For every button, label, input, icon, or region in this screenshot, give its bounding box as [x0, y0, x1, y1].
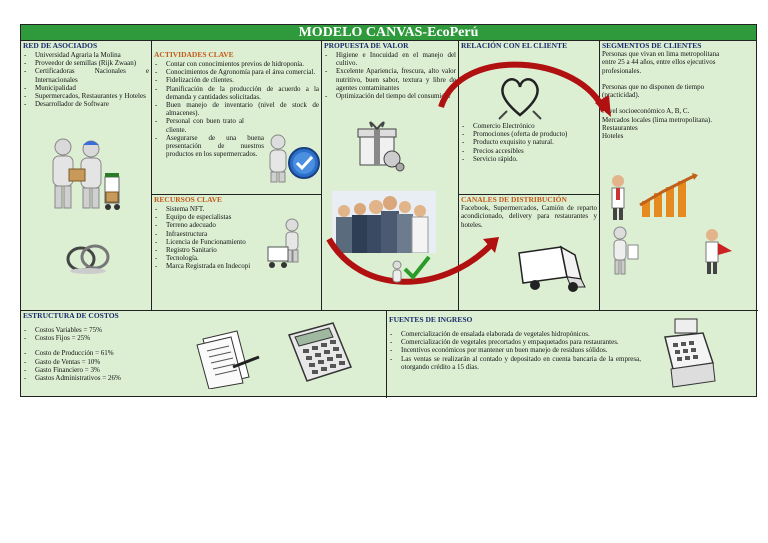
delivery-truck-icon	[515, 243, 591, 295]
asociados-heading: RED DE ASOCIADOS	[23, 42, 149, 50]
list-item: Tecnología.	[154, 254, 264, 262]
canales-heading: CANALES DE DISTRIBUCIÓN	[461, 196, 597, 204]
canales-text: Facebook, Supermercados, Camión de repar…	[461, 204, 597, 229]
recursos-list: Sistema NFT. Equipo de especialistas Ter…	[154, 205, 264, 271]
segmentos-paragraph: Nivel socioeconómico A, B, C.	[602, 107, 756, 115]
list-item: Sistema NFT.	[154, 205, 264, 213]
list-item: Optimización del tiempo del consumidor	[324, 92, 456, 100]
segmentos-paragraph: Hoteles	[602, 132, 756, 140]
cell-asociados: RED DE ASOCIADOS Universidad Agraria la …	[21, 41, 152, 311]
heart-hands-icon	[495, 71, 545, 121]
team-photo	[332, 191, 436, 253]
list-item: Certificadoras Nacionales e Internaciona…	[23, 67, 149, 83]
cell-costos: ESTRUCTURA DE COSTOS Costos Variables = …	[21, 311, 387, 398]
asociados-list: Universidad Agraria la Molina Proveedor …	[23, 51, 149, 108]
list-item: Equipo de especialistas	[154, 213, 264, 221]
actividades-heading: ACTIVIDADES CLAVE	[154, 51, 319, 59]
canvas-board: MODELO CANVAS-EcoPerú RED DE ASOCIADOS U…	[20, 24, 757, 397]
segmentos-paragraph: Personas que vivan en lima metropolitana…	[602, 50, 727, 75]
list-item: Precios accesibles	[461, 147, 597, 155]
list-item: Infraestructura	[154, 230, 264, 238]
cell-canales: CANALES DE DISTRIBUCIÓN Facebook, Superm…	[459, 195, 600, 311]
list-item: Promociones (oferta de producto)	[461, 130, 597, 138]
list-item: Supermercados, Restaurantes y Hoteles	[23, 92, 149, 100]
list-item: Las ventas se realizarán al contado y de…	[389, 355, 641, 371]
cell-recursos: RECURSOS CLAVE Sistema NFT. Equipo de es…	[152, 195, 322, 311]
list-item: Registro Sanitario	[154, 246, 264, 254]
list-item: Marca Registrada en Indecopi	[154, 262, 264, 270]
approval-figure-icon	[264, 133, 320, 183]
partners-illustration-icon	[43, 137, 125, 215]
handshake-rings-icon	[63, 237, 113, 277]
cell-ingresos: FUENTES DE INGRESO Comercialización de e…	[387, 311, 758, 398]
invoice-documents-icon	[193, 327, 265, 389]
page-title: MODELO CANVAS-EcoPerú	[21, 25, 756, 41]
cell-segmentos: SEGMENTOS DE CLIENTES Personas que vivan…	[600, 41, 758, 311]
ingresos-list: Comercialización de ensalada elaborada d…	[389, 330, 641, 371]
list-item: Excelente Apariencia, frescura, alto val…	[324, 67, 456, 92]
recursos-heading: RECURSOS CLAVE	[154, 196, 319, 204]
list-item: Contar con conocimientos previos de hidr…	[154, 60, 319, 68]
list-item: Fidelización de clientes.	[154, 76, 319, 84]
relacion-heading: RELACIÓN CON EL CLIENTE	[461, 42, 597, 50]
gift-box-icon	[352, 115, 412, 173]
customers-illustration-icon	[604, 225, 744, 279]
segmentos-paragraph: Restaurantes	[602, 124, 756, 132]
list-item: Proveedor de semillas (Rijk Zwaan)	[23, 59, 149, 67]
list-item: Planificación de la producción de acuerd…	[154, 85, 319, 101]
list-item: Comercio Electrónico	[461, 122, 597, 130]
segmentos-paragraph: Mercados locales (lima metropolitana).	[602, 116, 756, 124]
list-item: Producto exquisito y natural.	[461, 138, 597, 146]
worker-cart-icon	[264, 217, 314, 273]
growth-chart-illustration-icon	[604, 171, 724, 223]
list-item: Comercialización de vegetales precortado…	[389, 338, 641, 346]
propuesta-heading: PROPUESTA DE VALOR	[324, 42, 456, 50]
propuesta-list: Higiene e Inocuidad en el manejo del cul…	[324, 51, 456, 100]
segmentos-heading: SEGMENTOS DE CLIENTES	[602, 42, 756, 50]
cell-actividades: ACTIVIDADES CLAVE Contar con conocimient…	[152, 41, 322, 195]
list-item: Servicio rápido.	[461, 155, 597, 163]
list-item: Asegurarse de una buena presentación de …	[154, 134, 264, 159]
relacion-list: Comercio Electrónico Promociones (oferta…	[461, 122, 597, 163]
list-item: Personal con buen trato al cliente.	[154, 117, 244, 133]
list-item: Municipalidad	[23, 84, 149, 92]
list-item: Universidad Agraria la Molina	[23, 51, 149, 59]
list-item: Licencia de Funcionamiento	[154, 238, 264, 246]
list-item: Incentivos económicos por mantener un bu…	[389, 346, 641, 354]
cell-propuesta: PROPUESTA DE VALOR Higiene e Inocuidad e…	[322, 41, 459, 311]
cell-relacion: RELACIÓN CON EL CLIENTE Comercio Electró…	[459, 41, 600, 195]
list-item: Terreno adecuado	[154, 221, 264, 229]
list-item: Conocimientos de Agronomía para el área …	[154, 68, 319, 76]
list-item: Comercialización de ensalada elaborada d…	[389, 330, 641, 338]
calculator-icon	[283, 319, 357, 387]
cash-register-icon	[659, 315, 719, 391]
segmentos-paragraph: Personas que no disponen de tiempo (prac…	[602, 83, 727, 100]
list-item: Desarrollador de Software	[23, 100, 149, 108]
list-item: Buen manejo de inventario (nivel de stoc…	[154, 101, 319, 117]
list-item: Higiene e Inocuidad en el manejo del cul…	[324, 51, 456, 67]
